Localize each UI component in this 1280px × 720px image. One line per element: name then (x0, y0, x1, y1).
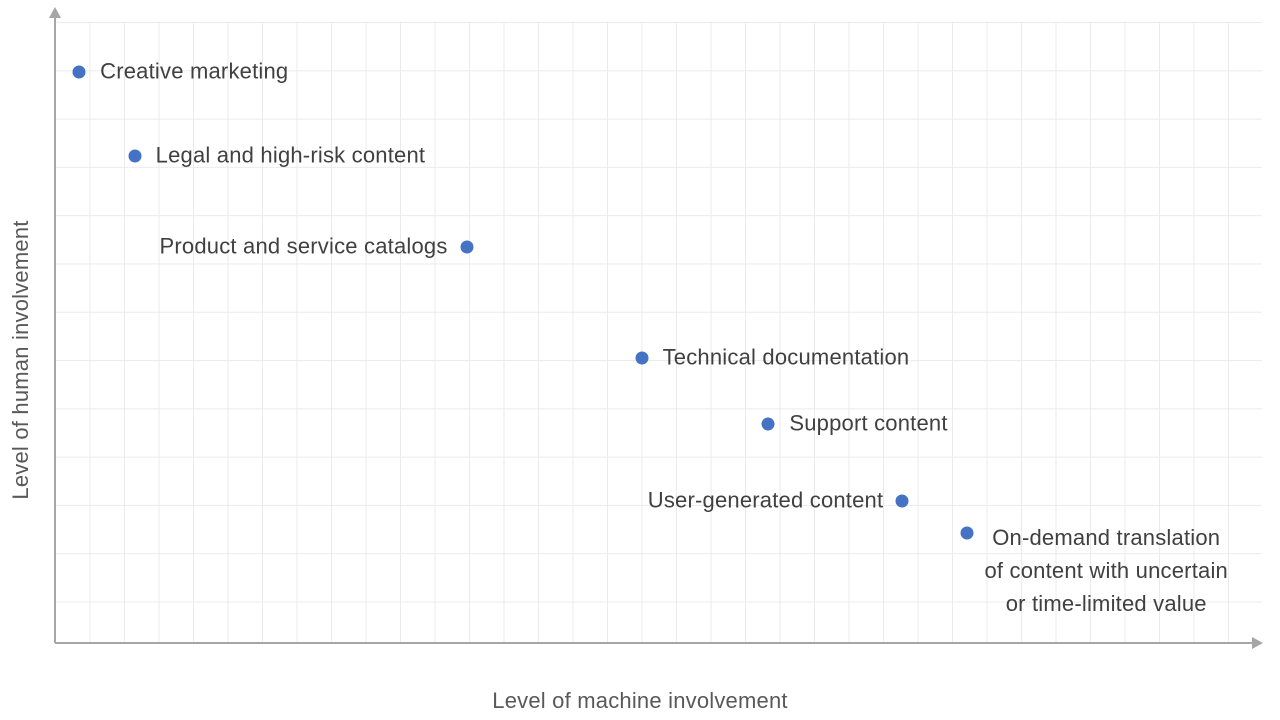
y-axis-title: Level of human involvement (8, 220, 33, 500)
data-point-dot (895, 494, 909, 508)
y-axis-arrow-icon (49, 7, 61, 18)
data-point-dot (128, 149, 142, 162)
x-axis-arrow-icon (1252, 637, 1263, 649)
data-point-label: On-demand translation of content with un… (984, 525, 1228, 617)
data-point-dot (761, 417, 775, 431)
data-point-label: Support content (789, 410, 948, 436)
data-point-label: Creative marketing (100, 58, 289, 84)
plot-grid (55, 22, 1262, 643)
y-axis-line (54, 16, 56, 643)
data-point-label: Technical documentation (662, 344, 910, 370)
data-point-dot (960, 526, 974, 540)
data-point-label: Product and service catalogs (159, 233, 448, 259)
x-axis-title: Level of machine involvement (492, 688, 788, 713)
data-point-dot (635, 351, 649, 365)
data-point-label: Legal and high-risk content (155, 141, 426, 167)
data-point-label: User-generated content (647, 487, 884, 513)
x-axis-line (55, 642, 1253, 644)
data-point-dot (460, 240, 474, 254)
data-point-dot (72, 65, 86, 79)
